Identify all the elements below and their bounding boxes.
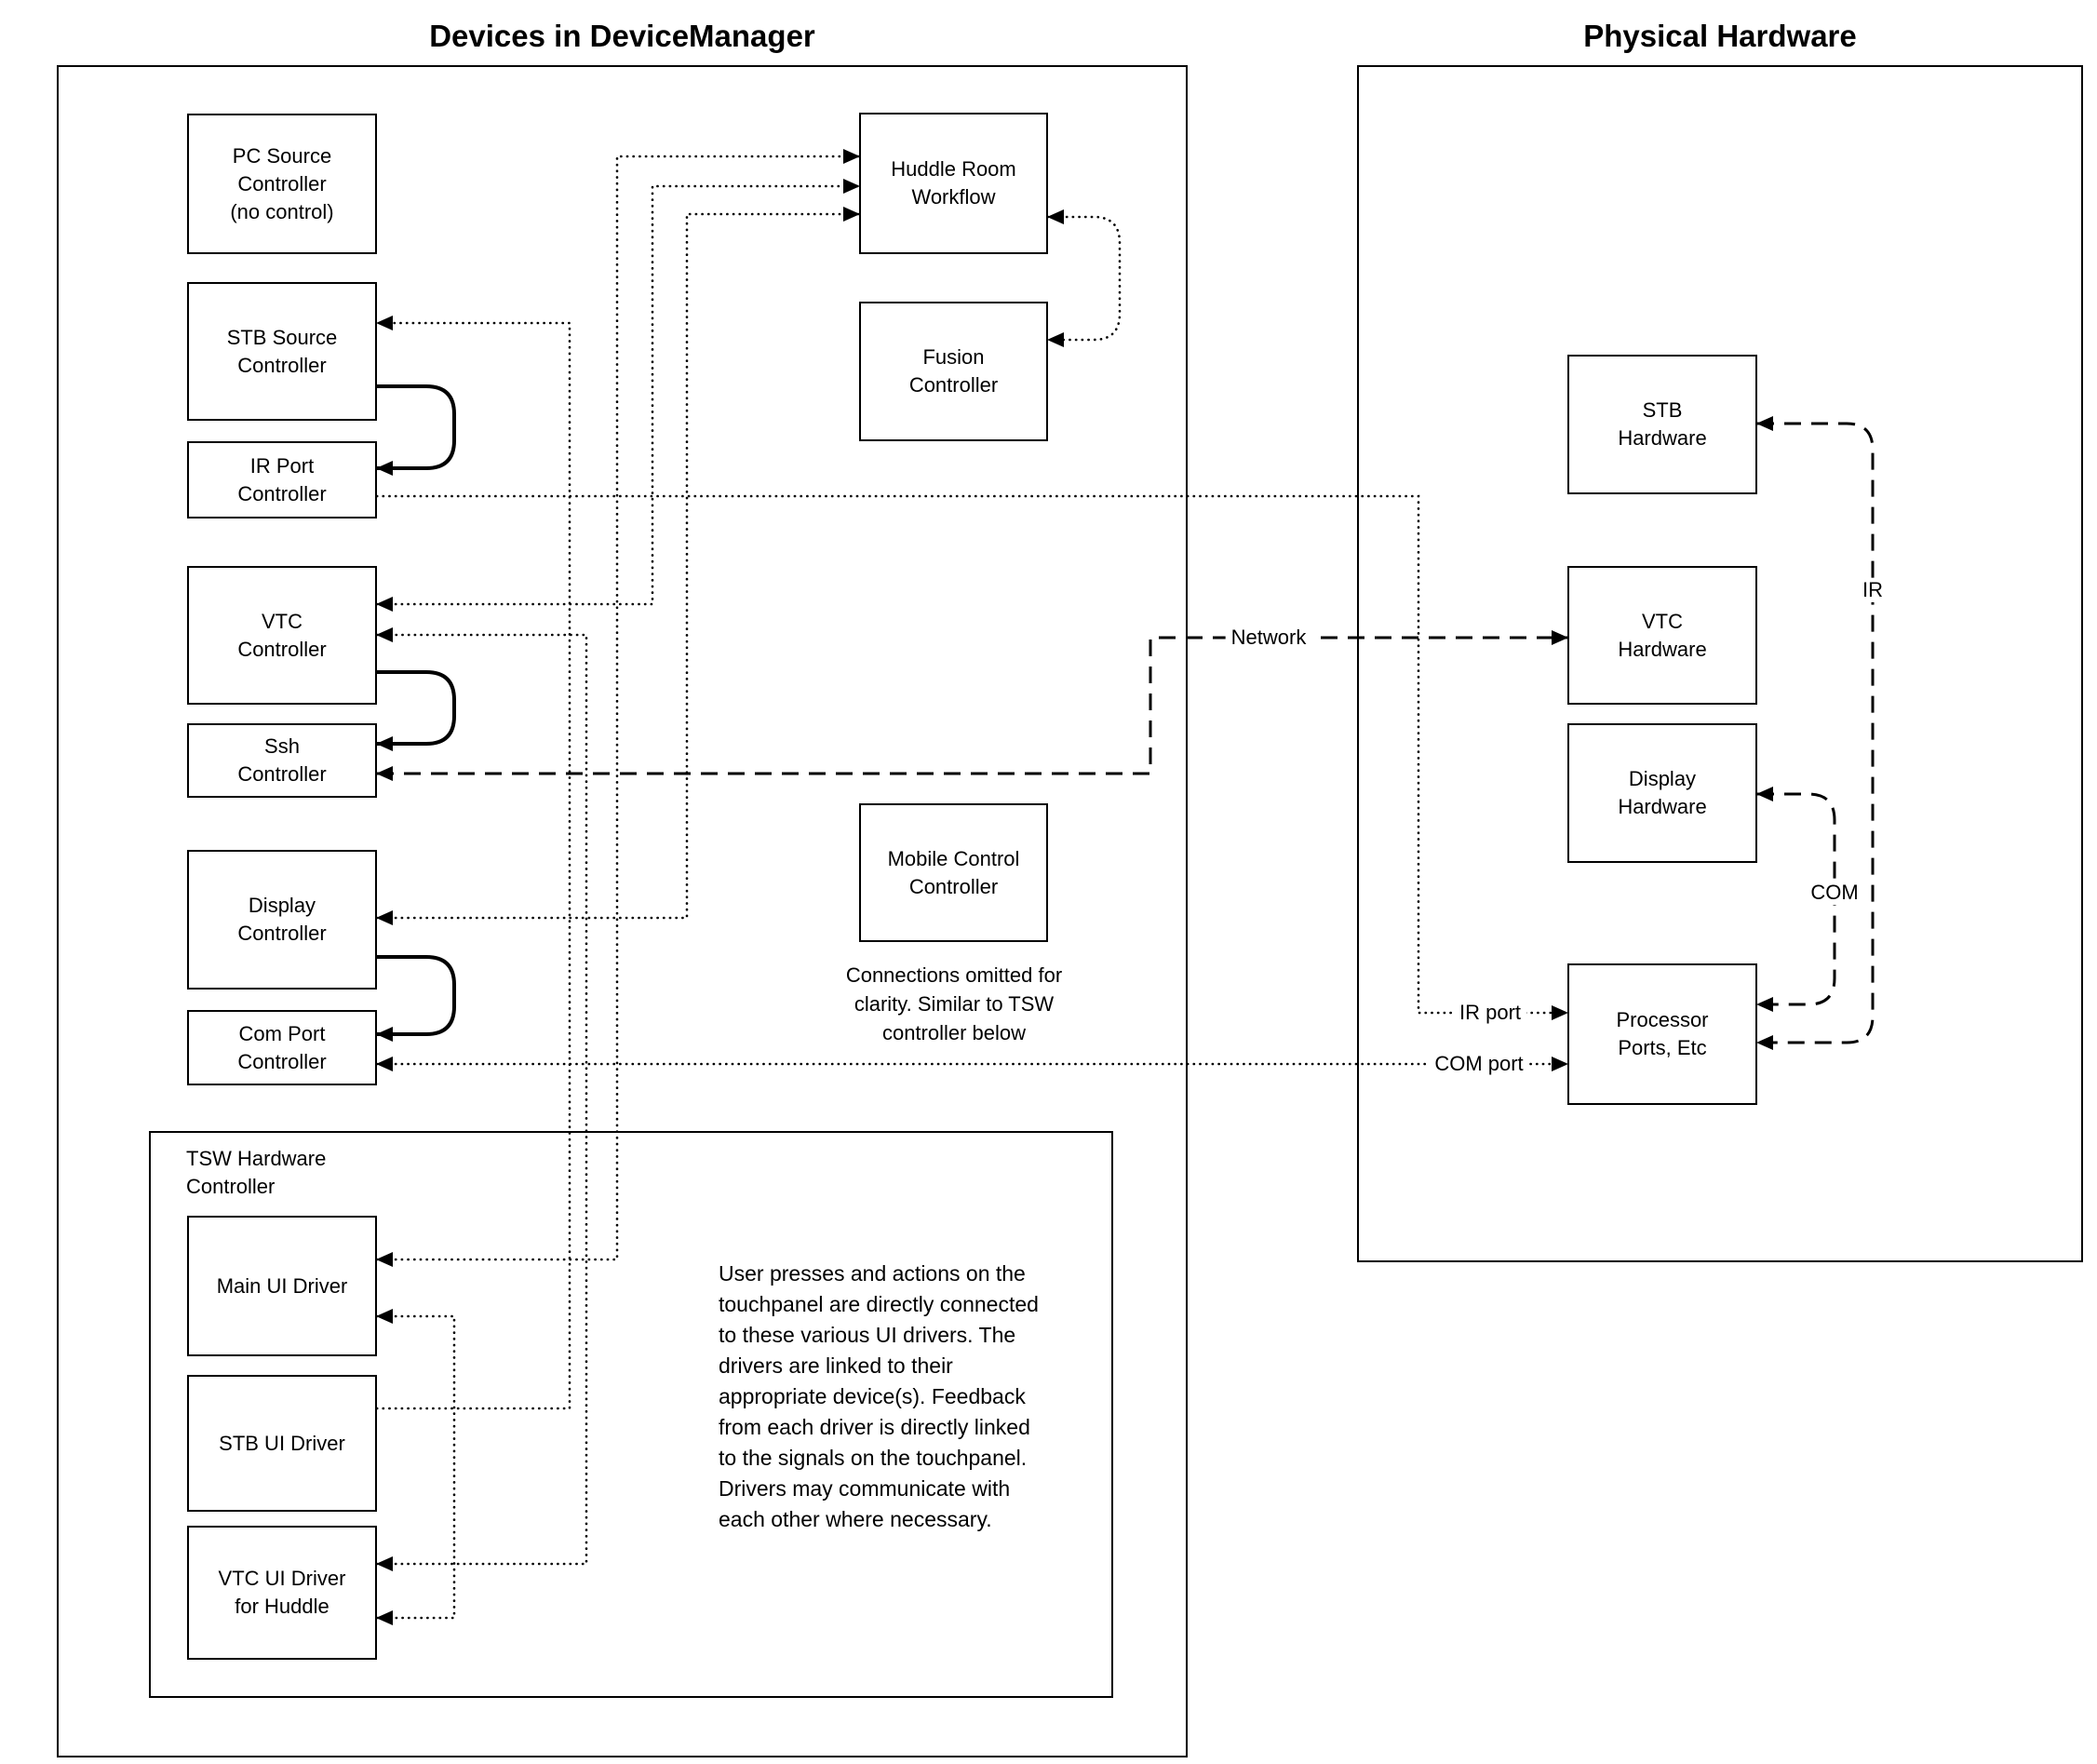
ir-port-edge-label: IR port xyxy=(1453,1001,1527,1025)
node-ssh-controller: Ssh Controller xyxy=(187,723,377,798)
tsw-hardware-controller-label: TSW Hardware Controller xyxy=(186,1147,327,1198)
node-stb-hardware: STB Hardware xyxy=(1567,355,1757,494)
tsw-description-text: User presses and actions on the touchpan… xyxy=(719,1261,1039,1531)
node-display-controller: Display Controller xyxy=(187,850,377,990)
edge-vtc-to-ssh xyxy=(376,670,456,751)
node-main-ui-driver: Main UI Driver xyxy=(187,1216,377,1356)
node-stb-source-controller: STB Source Controller xyxy=(187,282,377,421)
com-edge-label: COM xyxy=(1805,881,1864,905)
node-display-hardware: Display Hardware xyxy=(1567,723,1757,863)
node-fusion-controller: Fusion Controller xyxy=(859,302,1048,441)
edge-network-ssh-to-vtchw xyxy=(376,630,1568,781)
node-vtc-controller: VTC Controller xyxy=(187,566,377,705)
edge-huddle-to-fusion xyxy=(1046,209,1122,347)
edge-ir-processor-to-stbhw xyxy=(1756,416,1875,1050)
edge-displaycontroller-to-huddle xyxy=(375,207,861,925)
node-pc-source-controller: PC Source Controller (no control) xyxy=(187,114,377,254)
node-vtc-ui-driver: VTC UI Driver for Huddle xyxy=(187,1526,377,1660)
edge-stbsource-to-irport xyxy=(376,384,456,476)
node-stb-ui-driver: STB UI Driver xyxy=(187,1375,377,1512)
node-vtc-hardware: VTC Hardware xyxy=(1567,566,1757,705)
device-manager-container xyxy=(57,65,1188,1757)
node-huddle-room-workflow: Huddle Room Workflow xyxy=(859,113,1048,254)
network-edge-label: Network xyxy=(1225,626,1312,650)
node-mobile-control-controller: Mobile Control Controller xyxy=(859,803,1048,942)
device-manager-title: Devices in DeviceManager xyxy=(429,19,815,53)
ir-edge-label: IR xyxy=(1857,578,1889,602)
edge-mainui-to-vtcui xyxy=(375,1309,456,1625)
node-processor-ports: Processor Ports, Etc xyxy=(1567,963,1757,1105)
node-ir-port-controller: IR Port Controller xyxy=(187,441,377,518)
edge-stbui-to-stbsource xyxy=(375,316,571,1410)
edge-display-to-comport xyxy=(376,955,456,1042)
mobile-control-note: Connections omitted for clarity. Similar… xyxy=(845,963,1063,1044)
physical-hardware-title: Physical Hardware xyxy=(1583,19,1857,53)
node-com-port-controller: Com Port Controller xyxy=(187,1010,377,1085)
com-port-edge-label: COM port xyxy=(1429,1052,1529,1076)
edge-mainui-to-huddle xyxy=(375,149,861,1267)
